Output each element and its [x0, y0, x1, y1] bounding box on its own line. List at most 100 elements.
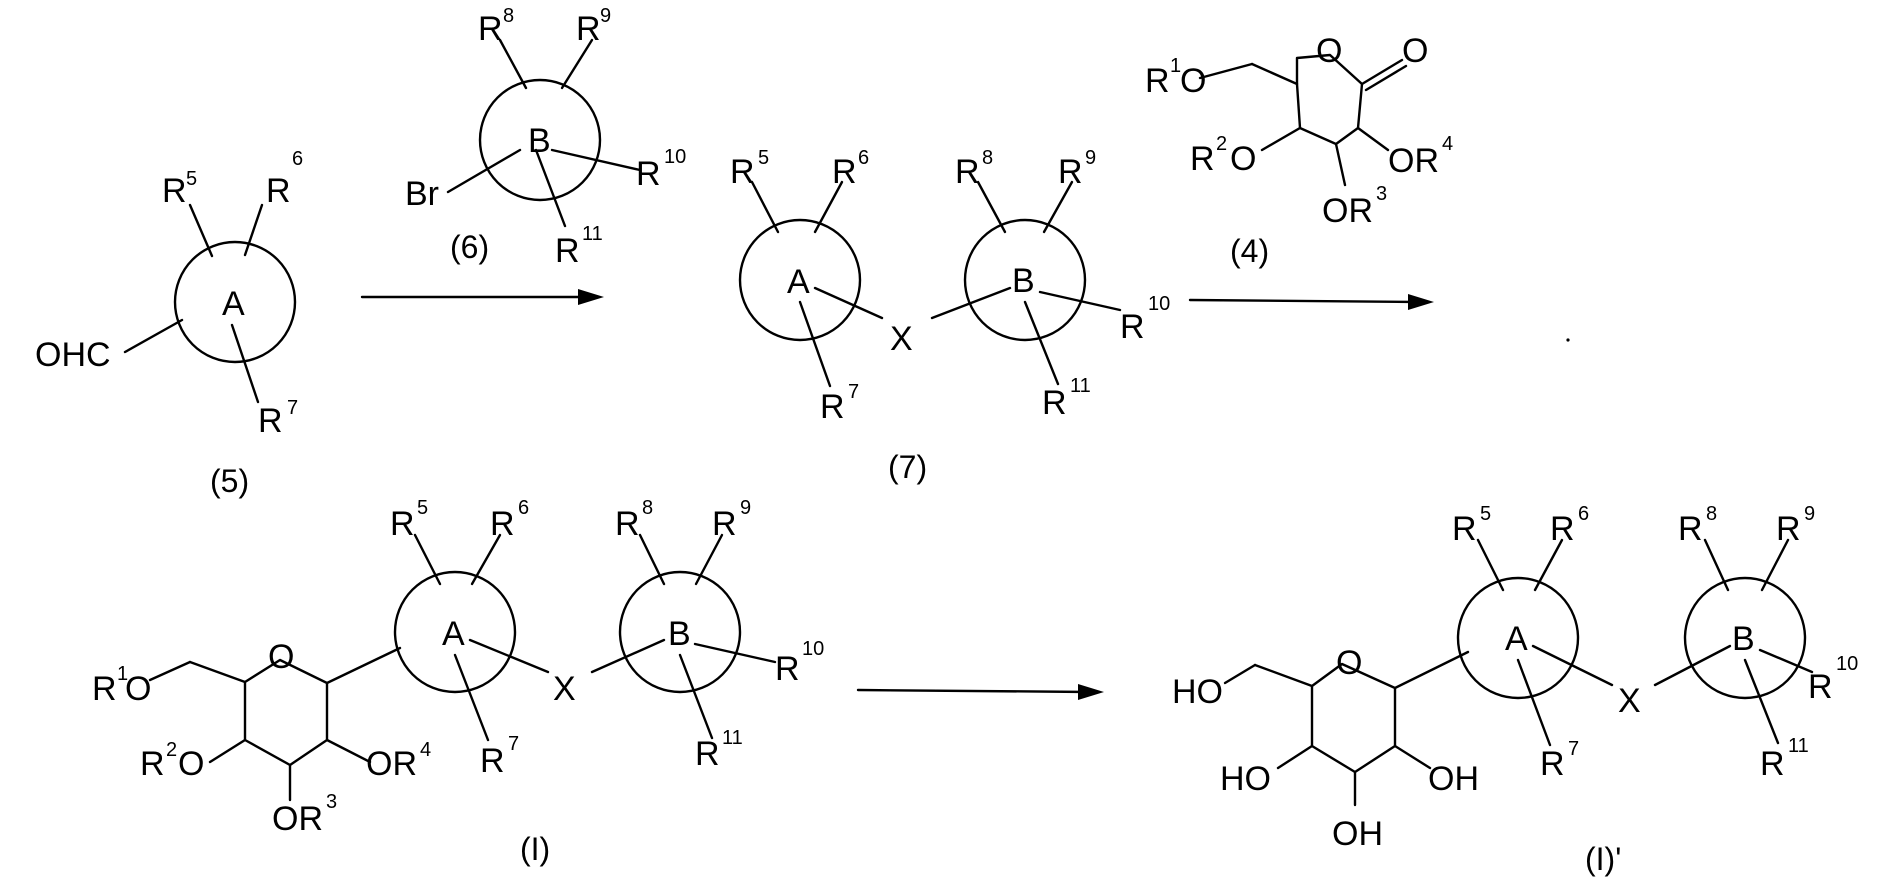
- or3-label: OR: [272, 800, 323, 838]
- compound-I-label: (I): [520, 831, 550, 867]
- r8-sup: 8: [1706, 503, 1717, 525]
- r1o-label: R: [92, 670, 117, 708]
- r2o-label: R: [1190, 140, 1215, 178]
- r8-label: R: [478, 10, 503, 48]
- bond-xb: [932, 288, 1010, 318]
- r1o-label: R: [1145, 62, 1170, 100]
- r2o-label: R: [140, 745, 165, 783]
- ho-label-2: HO: [1220, 760, 1271, 798]
- r10-label: R: [636, 155, 661, 193]
- r9-sup: 9: [600, 5, 611, 27]
- ring-o-label: O: [1336, 644, 1362, 682]
- bond-cho: [125, 320, 182, 352]
- reaction-arrow-2: [1190, 294, 1434, 310]
- bond-or3: [1336, 144, 1345, 185]
- r2o-o: O: [1230, 140, 1256, 178]
- ring-o-label: O: [1316, 32, 1342, 70]
- ho-label-6: HO: [1172, 673, 1223, 711]
- bond-aryl: [327, 648, 400, 683]
- or3-label: OR: [1322, 192, 1373, 230]
- ring-a-label: A: [1505, 620, 1528, 658]
- bond-r8: [1705, 540, 1728, 590]
- compound-I-prime-label: (I)': [1585, 841, 1621, 877]
- r8-sup: 8: [503, 5, 514, 27]
- r6-sup: 6: [858, 147, 869, 169]
- r4-sup: 4: [1442, 133, 1453, 155]
- bond-r8: [640, 535, 664, 584]
- bond-r1o: [150, 662, 190, 680]
- bond-ch2: [1255, 665, 1312, 686]
- bond-r10: [695, 644, 775, 662]
- bond-or4: [327, 740, 370, 762]
- bond-r5: [190, 205, 212, 256]
- r9-sup: 9: [1804, 503, 1815, 525]
- ring-a-label: A: [222, 285, 245, 323]
- r11-sup: 11: [722, 727, 743, 749]
- stray-dot: [1566, 338, 1569, 341]
- or4-label: OR: [1388, 142, 1439, 180]
- bond-r7: [455, 655, 488, 740]
- r1o-o: O: [1180, 62, 1206, 100]
- compound-5-label: (5): [210, 463, 249, 499]
- bond-ch2: [190, 662, 245, 682]
- bond-oh-4: [1395, 746, 1430, 768]
- compound-4-label: (4): [1230, 233, 1269, 269]
- r2-sup: 2: [166, 739, 177, 761]
- bond-or2: [210, 740, 245, 762]
- bond-ax: [470, 640, 548, 672]
- r5-label: R: [390, 505, 415, 543]
- r7-sup: 7: [508, 733, 519, 755]
- r10-sup: 10: [1148, 293, 1170, 315]
- compound-7: A B X R 5 R 6 R 7 R 8 R 9 R 10 R 11 (7): [730, 147, 1170, 485]
- x-label: X: [890, 320, 913, 358]
- bond-r5: [415, 535, 440, 584]
- bond-or2: [1262, 128, 1300, 150]
- r10-label: R: [775, 650, 800, 688]
- r1o-o: O: [125, 670, 151, 708]
- bond-xb: [592, 640, 664, 672]
- ring-a-label: A: [442, 615, 465, 653]
- r9-label: R: [712, 505, 737, 543]
- r7-label: R: [480, 742, 505, 780]
- bond-r10: [1040, 292, 1120, 310]
- ring-a-label: A: [787, 263, 810, 301]
- r11-sup: 11: [1070, 375, 1091, 397]
- x-label: X: [553, 670, 576, 708]
- bond-or4: [1358, 128, 1388, 150]
- r11-label: R: [1760, 745, 1785, 783]
- ring-b-label: B: [528, 122, 551, 160]
- r8-sup: 8: [982, 147, 993, 169]
- compound-I: A B O R 1 O R 2 O OR 4 OR 3 X R 5 R 6 R …: [92, 497, 824, 867]
- compound-I-prime: A B O HO HO OH OH X R 5 R 6 R 7 R 8 R 9 …: [1172, 503, 1858, 877]
- r10-sup: 10: [664, 146, 686, 168]
- r7-label: R: [258, 402, 283, 440]
- bond-r10: [552, 150, 640, 170]
- bond-ax: [1533, 646, 1612, 685]
- r6-label: R: [490, 505, 515, 543]
- bond-r7: [1518, 660, 1550, 745]
- r3-sup: 3: [1376, 183, 1387, 205]
- r9-sup: 9: [1085, 147, 1096, 169]
- cho-label: OHC: [35, 336, 111, 374]
- r5-sup: 5: [1480, 503, 1491, 525]
- r9-label: R: [1058, 153, 1083, 191]
- r2o-o: O: [178, 745, 204, 783]
- bond-r5: [752, 182, 778, 232]
- r11-sup: 11: [1788, 735, 1809, 757]
- bond-r7: [800, 302, 830, 386]
- ring-b-label: B: [1012, 262, 1035, 300]
- r8-sup: 8: [642, 497, 653, 519]
- x-label: X: [1618, 682, 1641, 720]
- r9-label: R: [1776, 510, 1801, 548]
- compound-7-label: (7): [888, 449, 927, 485]
- carbonyl-o-label: O: [1402, 32, 1428, 70]
- bond-r8: [500, 40, 526, 88]
- bond-r11: [536, 150, 565, 226]
- reaction-arrow-1: [362, 289, 604, 305]
- r2-sup: 2: [1216, 133, 1227, 155]
- r7-sup: 7: [287, 397, 298, 419]
- r11-label: R: [1042, 384, 1067, 422]
- bond-r11: [680, 655, 712, 738]
- bond-aryl: [1395, 652, 1468, 688]
